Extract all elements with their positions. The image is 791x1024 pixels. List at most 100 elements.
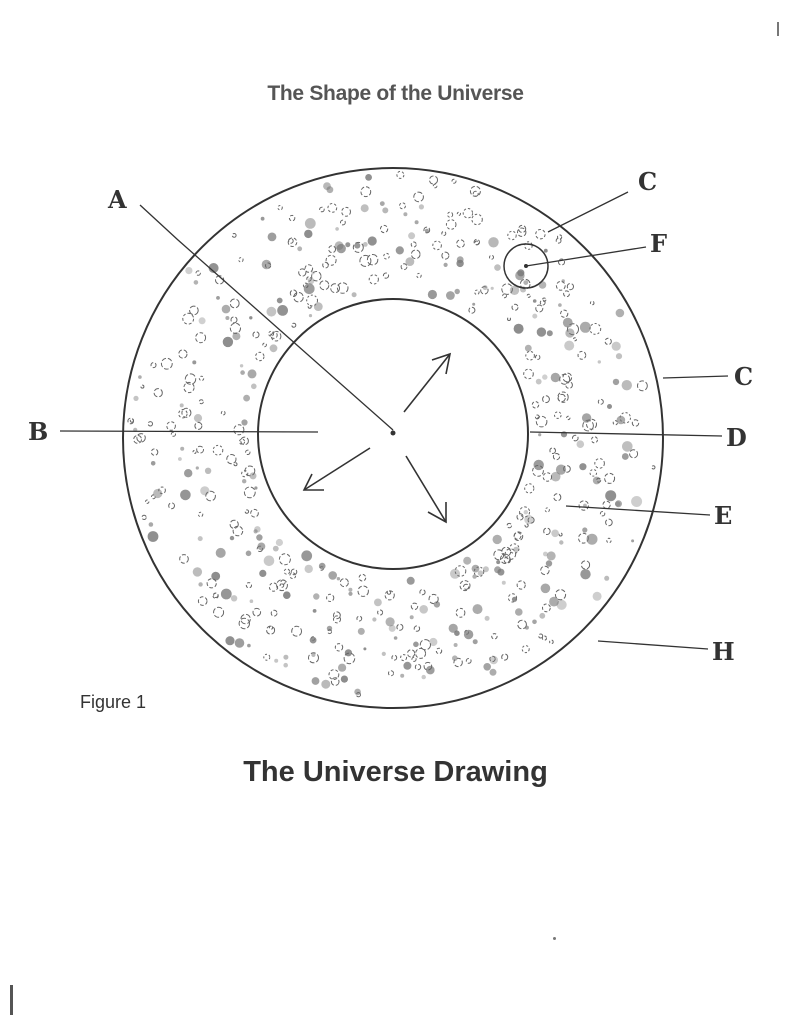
- galaxy-speck: [326, 593, 335, 603]
- galaxy-speck: [263, 555, 275, 567]
- galaxy-speck: [410, 602, 419, 610]
- galaxy-speck: [336, 243, 346, 254]
- galaxy-speck: [277, 205, 283, 211]
- galaxy-speck: [318, 562, 326, 570]
- galaxy-speck: [577, 350, 587, 360]
- galaxy-speck: [158, 486, 166, 495]
- galaxy-speck: [382, 207, 389, 214]
- galaxy-speck: [147, 421, 154, 427]
- galaxy-speck: [368, 274, 379, 285]
- galaxy-speck: [554, 411, 562, 419]
- galaxy-speck: [311, 271, 315, 275]
- galaxy-speck: [252, 607, 262, 617]
- galaxy-speck: [558, 303, 562, 307]
- galaxy-speck: [446, 291, 455, 300]
- galaxy-speck: [490, 286, 494, 290]
- galaxy-speck: [559, 373, 571, 385]
- galaxy-speck: [198, 317, 206, 325]
- galaxy-speck: [631, 419, 640, 427]
- galaxy-speck: [589, 323, 602, 335]
- galaxy-speck: [612, 420, 618, 426]
- galaxy-speck: [280, 579, 286, 585]
- galaxy-speck: [599, 511, 606, 517]
- galaxy-speck: [225, 636, 235, 646]
- galaxy-speck: [240, 370, 245, 375]
- galaxy-speck: [304, 264, 314, 273]
- galaxy-speck: [359, 254, 372, 267]
- galaxy-speck: [304, 218, 316, 229]
- galaxy-speck: [445, 219, 457, 230]
- galaxy-speck: [341, 206, 352, 217]
- galaxy-speck: [153, 488, 163, 499]
- galaxy-speck: [594, 458, 605, 469]
- galaxy-speck: [544, 507, 550, 513]
- galaxy-speck: [328, 669, 340, 680]
- galaxy-speck: [251, 383, 257, 390]
- galaxy-speck: [183, 381, 195, 394]
- galaxy-speck: [463, 556, 472, 565]
- galaxy-speck: [455, 607, 466, 618]
- arrowhead-down-right: [427, 502, 447, 524]
- galaxy-speck: [517, 227, 527, 237]
- galaxy-speck: [240, 436, 249, 446]
- galaxy-speck: [192, 567, 203, 577]
- galaxy-speck: [441, 251, 450, 260]
- galaxy-speck: [580, 560, 591, 570]
- galaxy-speck: [563, 465, 571, 473]
- galaxy-speck: [493, 549, 505, 561]
- galaxy-speck: [178, 349, 188, 359]
- galaxy-speck: [166, 421, 176, 431]
- galaxy-speck: [501, 653, 509, 661]
- galaxy-speck: [629, 449, 639, 459]
- galaxy-speck: [336, 282, 349, 294]
- galaxy-speck: [501, 283, 513, 295]
- galaxy-speck: [413, 641, 419, 648]
- galaxy-speck: [133, 435, 143, 444]
- galaxy-speck: [380, 224, 389, 234]
- galaxy-speck: [631, 496, 643, 507]
- galaxy-speck: [195, 270, 201, 276]
- galaxy-speck: [340, 675, 348, 683]
- galaxy-speck: [517, 619, 527, 630]
- galaxy-speck: [549, 639, 554, 645]
- galaxy-speck: [400, 654, 408, 662]
- galaxy-speck: [211, 571, 221, 581]
- galaxy-speck: [345, 242, 351, 248]
- galaxy-speck: [220, 410, 226, 416]
- galaxy-speck: [637, 380, 648, 392]
- galaxy-speck: [189, 305, 199, 316]
- figure-caption: Figure 1: [80, 692, 147, 712]
- galaxy-speck: [238, 617, 251, 630]
- galaxy-speck: [494, 566, 502, 574]
- galaxy-speck: [554, 589, 567, 601]
- galaxy-speck: [523, 280, 529, 285]
- galaxy-speck: [268, 582, 279, 592]
- galaxy-speck: [348, 591, 353, 596]
- leader-d: [529, 431, 723, 437]
- galaxy-speck: [229, 322, 241, 334]
- galaxy-speck: [489, 655, 499, 665]
- galaxy-speck: [549, 596, 559, 607]
- label-h: H: [712, 637, 735, 666]
- galaxy-speck: [507, 230, 517, 241]
- arrowhead-up-right: [431, 352, 452, 375]
- galaxy-speck: [276, 579, 288, 592]
- galaxy-speck: [454, 565, 467, 577]
- galaxy-speck: [469, 185, 481, 197]
- galaxy-speck: [250, 508, 259, 518]
- galaxy-speck: [419, 605, 429, 614]
- outer-circle: [122, 167, 664, 709]
- galaxy-speck: [270, 331, 278, 339]
- galaxy-speck: [474, 240, 480, 246]
- galaxy-speck: [533, 459, 544, 471]
- galaxy-speck: [303, 283, 315, 295]
- galaxy-speck: [340, 219, 346, 226]
- galaxy-speck: [265, 262, 272, 269]
- galaxy-speck: [391, 654, 398, 661]
- galaxy-speck: [405, 257, 415, 266]
- galaxy-speck: [524, 523, 529, 528]
- galaxy-speck: [283, 591, 291, 599]
- galaxy-speck: [511, 303, 519, 311]
- galaxy-speck: [566, 283, 575, 291]
- center-point: [390, 430, 396, 436]
